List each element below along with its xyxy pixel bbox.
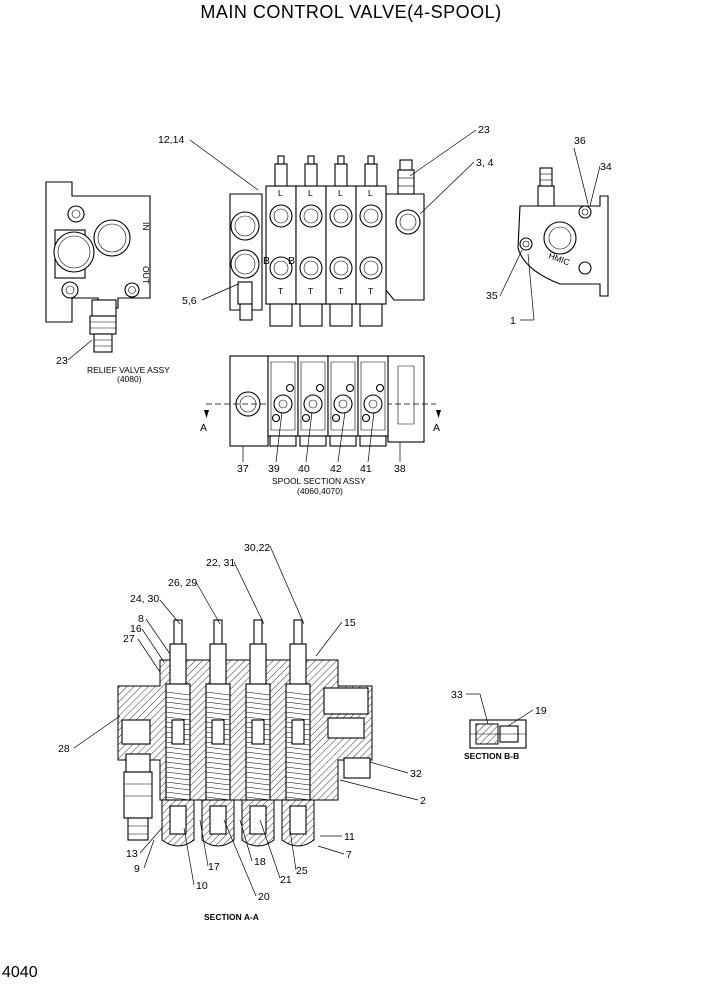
callout-37: 37 — [237, 463, 249, 475]
callout-9: 9 — [134, 863, 140, 875]
callout-30-22: 30,22 — [244, 542, 270, 554]
callout-22-31: 22, 31 — [206, 557, 235, 569]
spool-mark-l: L — [278, 188, 283, 198]
relief-valve-drawing: IN OUT — [45, 181, 151, 353]
callout-15: 15 — [344, 617, 356, 629]
callout-35: 35 — [486, 290, 498, 302]
caption-relief-valve-code: (4080) — [117, 374, 142, 384]
caption-relief-valve: RELIEF VALVE ASSY — [87, 365, 170, 375]
callout-42: 42 — [330, 463, 342, 475]
page-title: MAIN CONTROL VALVE(4-SPOOL) — [200, 2, 502, 22]
callout-8: 8 — [138, 613, 144, 625]
svg-text:OUT: OUT — [141, 266, 151, 284]
callout-27: 27 — [123, 633, 135, 645]
port-b-mark-1: B — [263, 255, 270, 267]
callout-41: 41 — [360, 463, 372, 475]
spool-mark-t: T — [278, 286, 283, 296]
callout-33: 33 — [451, 689, 463, 701]
callout-28: 28 — [58, 743, 70, 755]
spool-mark-l: L — [308, 188, 313, 198]
callout-17: 17 — [208, 861, 220, 873]
main-valve-front-view — [229, 159, 425, 321]
spool-section-blocks — [267, 355, 389, 447]
section-a-left-mark: A — [200, 422, 207, 434]
caption-spool-section-code: (4060,4070) — [297, 486, 343, 496]
section-aa-spools — [161, 619, 315, 847]
callout-36: 36 — [574, 135, 586, 147]
spool-mark-l: L — [338, 188, 343, 198]
svg-text:IN: IN — [141, 222, 151, 231]
callout-38: 38 — [394, 463, 406, 475]
section-a-right-mark: A — [433, 422, 440, 434]
callout-20: 20 — [258, 891, 270, 903]
callout-40: 40 — [298, 463, 310, 475]
callout-2: 2 — [420, 795, 426, 807]
callout-25: 25 — [296, 865, 308, 877]
callout-11: 11 — [344, 831, 355, 843]
callout-32: 32 — [410, 768, 422, 780]
section-bb-drawing — [469, 719, 527, 749]
callout-23-top: 23 — [478, 124, 490, 136]
callout-13: 13 — [126, 848, 138, 860]
main-valve-side-view: HMIC — [517, 167, 609, 297]
caption-section-aa: SECTION A-A — [204, 912, 259, 922]
caption-section-bb: SECTION B-B — [464, 751, 519, 761]
callout-7: 7 — [346, 849, 352, 861]
port-b-mark-2: B — [288, 255, 295, 267]
callout-5-6: 5,6 — [182, 295, 197, 307]
callout-12-14: 12,14 — [158, 134, 184, 146]
callout-34: 34 — [600, 161, 612, 173]
callout-1: 1 — [510, 315, 516, 327]
callout-26-29: 26, 29 — [168, 577, 197, 589]
caption-spool-section: SPOOL SECTION ASSY — [272, 476, 366, 486]
callout-19: 19 — [535, 705, 547, 717]
spool-mark-t: T — [308, 286, 313, 296]
callout-18: 18 — [254, 856, 266, 868]
callout-24-30: 24, 30 — [130, 593, 159, 605]
spool-section-drawing — [206, 355, 436, 447]
spool-stack-front: L T L T L T L T — [265, 155, 387, 327]
callout-23-left: 23 — [56, 355, 68, 367]
callout-10: 10 — [196, 880, 208, 892]
spool-mark-l: L — [368, 188, 373, 198]
callout-16: 16 — [130, 623, 142, 635]
spool-mark-t: T — [338, 286, 343, 296]
page-number: 4040 — [2, 964, 38, 981]
callout-3-4: 3, 4 — [476, 157, 494, 169]
callout-21: 21 — [280, 874, 292, 886]
callout-39: 39 — [268, 463, 280, 475]
spool-mark-t: T — [368, 286, 373, 296]
